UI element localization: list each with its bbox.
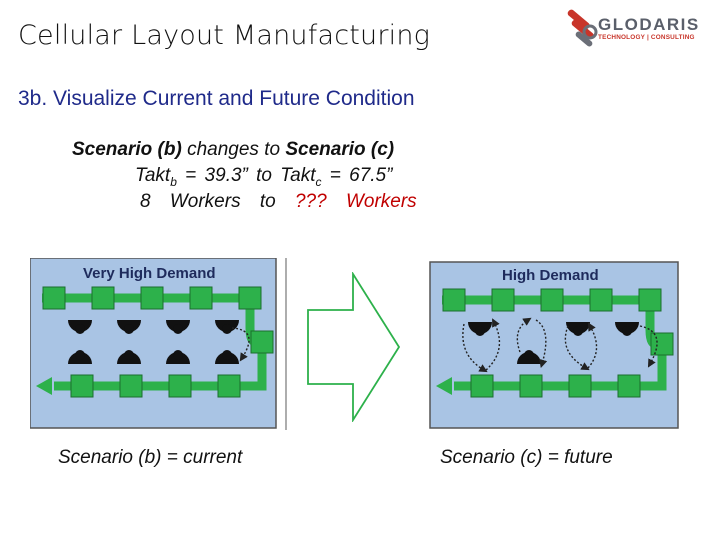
scenario-line-3: 8 Workers to ??? Workers	[140, 191, 417, 213]
logo-wordmark: GLODARIS	[598, 15, 700, 34]
output-arrow-icon	[436, 377, 452, 395]
left-caption: Scenario (b) = current	[58, 447, 243, 468]
takt-sub-b: b	[170, 174, 177, 189]
workers-current: 8 Workers to	[140, 191, 295, 212]
panel-bg	[30, 258, 277, 429]
takt-sub-c: c	[315, 174, 322, 189]
current-layout-diagram: Very High Demand	[30, 258, 287, 430]
logo-tagline: TECHNOLOGY | CONSULTING	[598, 34, 695, 41]
walk-path	[231, 327, 250, 362]
takt-value-c: = 67.5”	[321, 165, 393, 186]
station	[189, 286, 213, 310]
scenario-b-label: Scenario (b)	[72, 139, 182, 160]
station	[650, 332, 674, 356]
station	[638, 288, 662, 312]
worker-icon	[68, 350, 239, 364]
scenario-line-1: Scenario (b) changes to Scenario (c)	[72, 139, 394, 161]
station	[442, 288, 466, 312]
output-arrow-icon	[36, 377, 52, 395]
station	[519, 374, 543, 398]
station	[168, 374, 192, 398]
right-caption: Scenario (c) = future	[440, 447, 613, 468]
scenario-connector: changes to	[181, 139, 286, 160]
station	[238, 286, 262, 310]
station	[140, 286, 164, 310]
station	[70, 374, 94, 398]
station	[568, 374, 592, 398]
right-panel-title: High Demand	[502, 267, 599, 284]
takt-label-b: Takt	[135, 165, 171, 186]
worker-icon	[68, 320, 239, 334]
future-layout-diagram: High Demand	[429, 261, 679, 429]
station	[119, 374, 143, 398]
scenario-line-2: Taktb = 39.3” to Taktc = 67.5”	[135, 165, 392, 189]
station	[42, 286, 66, 310]
station	[617, 374, 641, 398]
station	[470, 374, 494, 398]
takt-values: = 39.3” to Takt	[176, 165, 316, 186]
left-panel-title: Very High Demand	[83, 265, 216, 282]
station	[250, 330, 274, 354]
station	[589, 288, 613, 312]
transition-arrow-icon	[307, 272, 401, 422]
walk-path	[462, 317, 658, 373]
scenario-c-label: Scenario (c)	[285, 139, 395, 160]
station	[491, 288, 515, 312]
worker-icon	[468, 322, 639, 336]
station	[217, 374, 241, 398]
panel-bg	[429, 261, 679, 429]
logo-mark-icon	[567, 9, 598, 47]
slide-title: Cellular Layout Manufacturing	[18, 20, 431, 51]
station	[91, 286, 115, 310]
station	[540, 288, 564, 312]
worker-icon	[517, 350, 541, 364]
workers-future: ??? Workers	[294, 191, 417, 212]
section-subtitle: 3b. Visualize Current and Future Conditi…	[18, 87, 415, 110]
